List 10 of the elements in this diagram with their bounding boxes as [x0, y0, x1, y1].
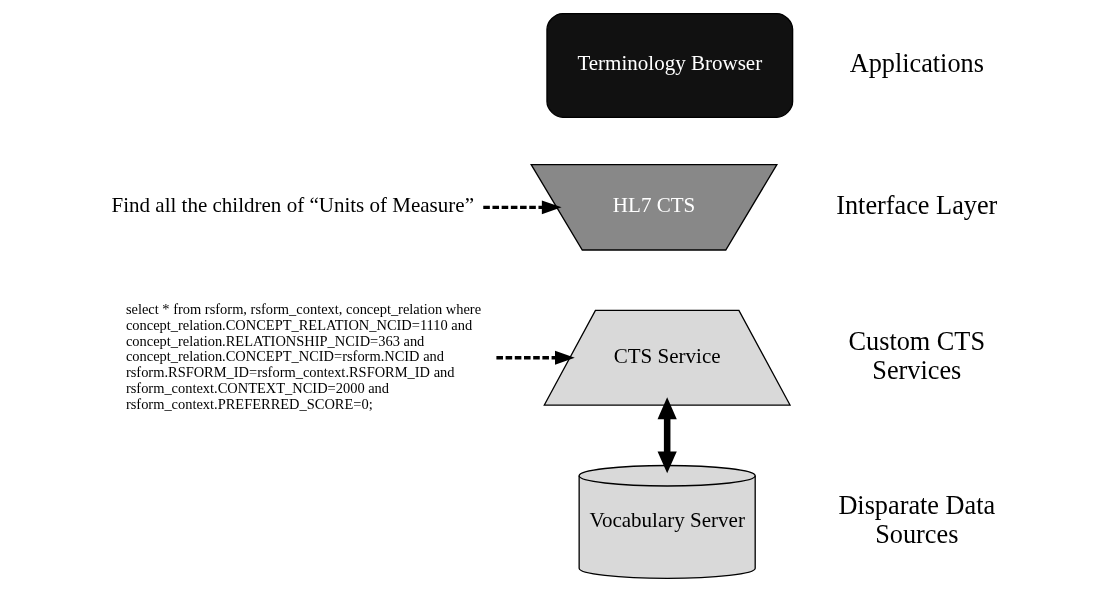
arrow	[495, 350, 575, 365]
label: Custom CTS Services	[848, 326, 985, 385]
node-text: Find all the children of “Units of Measure”	[111, 193, 474, 218]
arrow	[482, 200, 562, 215]
label: Applications	[849, 49, 984, 79]
node-box: Terminology Browser	[545, 12, 793, 118]
arrow	[657, 397, 677, 474]
label: Disparate Data Sources	[837, 491, 995, 549]
label: Interface Layer	[835, 190, 997, 220]
node-text: select * from rsform, rsform_context, concept_relation where concept_relation.CONCEPT_RELATION_NCID=1110 and concept_relation.RELATIONSHIP_NCID=363 and concept_relation.CONCEPT_NCID=rsform.NCID and rsform.RSFORM_ID=rsform_context.RSFORM_ID and rsform_context.CONTEXT_NCID=2000 and rsform_context.PREFERRED_SCORE=0;	[125, 301, 481, 412]
